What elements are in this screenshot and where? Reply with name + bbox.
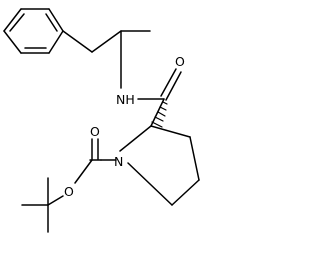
bond [119,125,152,152]
bond-carbamate-to-ester-o [74,159,93,184]
chemical-structure-diagram: NH O O N O [3,8,200,233]
ring-nitrogen-label: N [114,154,123,169]
bond-carbonyl-to-alpha [150,98,165,127]
amide-oxygen-label: O [175,54,185,69]
hashed-wedge-bond [151,101,168,128]
bond-ch-to-methyl [91,30,122,53]
nh-label: NH [116,92,135,107]
bond [189,136,200,181]
double-bond-inner [9,13,25,32]
phenyl-ring [3,8,64,54]
pyrrolidine-ring [119,125,200,206]
bond [127,162,173,206]
bond [150,125,191,138]
bond [171,179,200,206]
bond [3,30,22,54]
ester-oxygen-label: O [64,184,74,199]
carbonyl-oxygen-label: O [90,124,100,139]
bond-ester-o-to-tbutyl [47,195,64,206]
bond [3,8,22,32]
bond [48,30,64,54]
bond [48,8,64,32]
bond-amide-c-o-2 [165,71,182,101]
bond-amide-c-o-1 [160,68,177,97]
bond-ring-to-ch [62,30,93,53]
double-bond-inner [45,13,58,32]
